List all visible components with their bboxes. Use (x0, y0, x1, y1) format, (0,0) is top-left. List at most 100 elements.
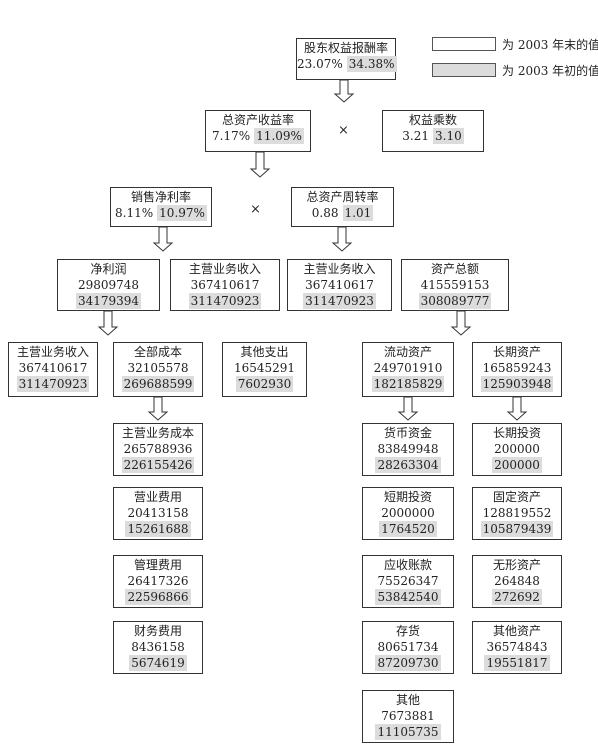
node-end-value: 7.17% (212, 129, 251, 143)
node-title: 资产总额 (430, 262, 479, 276)
node-start-value: 311470923 (16, 376, 90, 392)
node-end-value: 75526347 (377, 574, 439, 588)
node-start-value: 87209730 (375, 655, 441, 671)
down-arrow (249, 151, 271, 178)
node-start-value: 3.10 (433, 128, 464, 144)
down-arrow (331, 226, 353, 252)
node-title: 总资产周转率 (306, 190, 379, 204)
node-end-value: 8.11% (115, 206, 154, 220)
node-other-expense: 其他支出 16545291 7602930 (222, 342, 307, 397)
node-title: 流动资产 (383, 345, 432, 359)
down-arrow (152, 226, 174, 252)
node-start-value: 311470923 (303, 293, 376, 309)
node-other-assets: 其他资产 36574843 19551817 (472, 621, 562, 674)
node-start-value: 34179394 (75, 293, 142, 309)
node-title: 主营业务成本 (121, 426, 194, 440)
down-arrow (397, 396, 419, 421)
node-title: 短期投资 (383, 490, 432, 504)
node-fixed-assets: 固定资产 128819552 105879439 (472, 487, 562, 540)
node-finance-expense: 财务费用 8436158 5674619 (113, 621, 203, 674)
node-total-assets: 资产总额 415559153 308089777 (401, 259, 509, 311)
node-other-current: 其他 7673881 11105735 (362, 690, 454, 743)
node-start-value: 34.38% (346, 56, 397, 72)
node-title: 应收账款 (383, 558, 432, 572)
node-title: 财务费用 (133, 624, 182, 638)
node-title: 长期资产 (492, 345, 541, 359)
node-end-value: 7673881 (381, 709, 435, 723)
node-end-value: 32105578 (127, 361, 189, 375)
node-start-value: 200000 (492, 457, 542, 473)
node-end-value: 265788936 (123, 442, 193, 456)
node-start-value: 19551817 (484, 655, 550, 671)
node-start-value: 11.09% (254, 128, 304, 144)
node-receivables: 应收账款 75526347 53842540 (362, 555, 454, 608)
node-admin-expense: 管理费用 26417326 22596866 (113, 555, 203, 608)
node-start-value: 15261688 (125, 521, 191, 537)
node-revenue: 主营业务收入 367410617 311470923 (287, 259, 392, 311)
node-start-value: 269688599 (121, 376, 195, 392)
node-end-value: 367410617 (190, 278, 260, 292)
node-inventory: 存货 80651734 87209730 (362, 621, 454, 674)
node-end-value: 83849948 (377, 442, 439, 456)
node-end-value: 200000 (494, 442, 540, 456)
node-title: 主营业务收入 (16, 345, 89, 359)
node-title: 主营业务收入 (188, 262, 261, 276)
node-title: 股东权益报酬率 (303, 41, 388, 55)
node-title: 货币资金 (383, 426, 432, 440)
node-title: 固定资产 (492, 490, 541, 504)
node-end-value: 367410617 (305, 278, 374, 292)
node-start-value: 22596866 (125, 589, 191, 605)
node-end-value: 2000000 (381, 506, 435, 520)
node-end-value: 128819552 (482, 506, 552, 520)
node-start-value: 7602930 (235, 376, 294, 392)
node-title: 长期投资 (492, 426, 541, 440)
node-cash: 货币资金 83849948 28263304 (362, 423, 454, 476)
node-start-value: 182185829 (371, 376, 445, 392)
node-total-cost: 全部成本 32105578 269688599 (113, 342, 203, 397)
legend-swatch-start (432, 63, 496, 77)
node-start-value: 10.97% (157, 205, 207, 221)
node-end-value: 0.88 (311, 206, 339, 220)
node-roe: 股东权益报酬率 23.07%34.38% (296, 38, 397, 80)
node-end-value: 26417326 (127, 574, 189, 588)
node-start-value: 311470923 (188, 293, 262, 309)
node-net-margin: 销售净利率 8.11%10.97% (110, 187, 212, 227)
node-title: 管理费用 (133, 558, 182, 572)
node-long-term-investment: 长期投资 200000 200000 (472, 423, 562, 476)
multiply-operator: × (338, 123, 349, 138)
node-start-value: 272692 (492, 589, 542, 605)
node-title: 权益乘数 (408, 113, 457, 127)
node-title: 全部成本 (133, 345, 182, 359)
node-title: 无形资产 (492, 558, 541, 572)
node-title: 总资产收益率 (221, 113, 294, 127)
legend-swatch-end (432, 37, 496, 51)
node-intangible-assets: 无形资产 264848 272692 (472, 555, 562, 608)
node-end-value: 36574843 (486, 640, 548, 654)
down-arrow (147, 396, 169, 421)
node-start-value: 11105735 (375, 724, 441, 740)
node-start-value: 125903948 (480, 376, 554, 392)
legend-label-start: 为 2003 年初的值 (502, 64, 598, 78)
legend-label-end: 为 2003 年末的值 (502, 38, 598, 52)
node-end-value: 249701910 (373, 361, 443, 375)
node-net-profit: 净利润 29809748 34179394 (57, 259, 160, 311)
node-longterm-assets: 长期资产 165859243 125903948 (472, 342, 562, 397)
node-title: 其他 (395, 693, 420, 707)
node-end-value: 23.07% (297, 57, 343, 71)
node-start-value: 53842540 (375, 589, 441, 605)
node-end-value: 3.21 (402, 129, 429, 143)
node-title: 销售净利率 (130, 190, 191, 204)
node-start-value: 308089777 (418, 293, 492, 309)
node-title: 其他支出 (240, 345, 289, 359)
down-arrow (333, 79, 355, 103)
node-short-term-investment: 短期投资 2000000 1764520 (362, 487, 454, 540)
node-title: 其他资产 (492, 624, 541, 638)
node-end-value: 367410617 (18, 361, 88, 375)
node-cogs: 主营业务成本 265788936 226155426 (113, 423, 203, 476)
node-revenue: 主营业务收入 367410617 311470923 (170, 259, 280, 311)
node-current-assets: 流动资产 249701910 182185829 (362, 342, 454, 397)
node-title: 主营业务收入 (303, 262, 376, 276)
node-title: 存货 (395, 624, 420, 638)
